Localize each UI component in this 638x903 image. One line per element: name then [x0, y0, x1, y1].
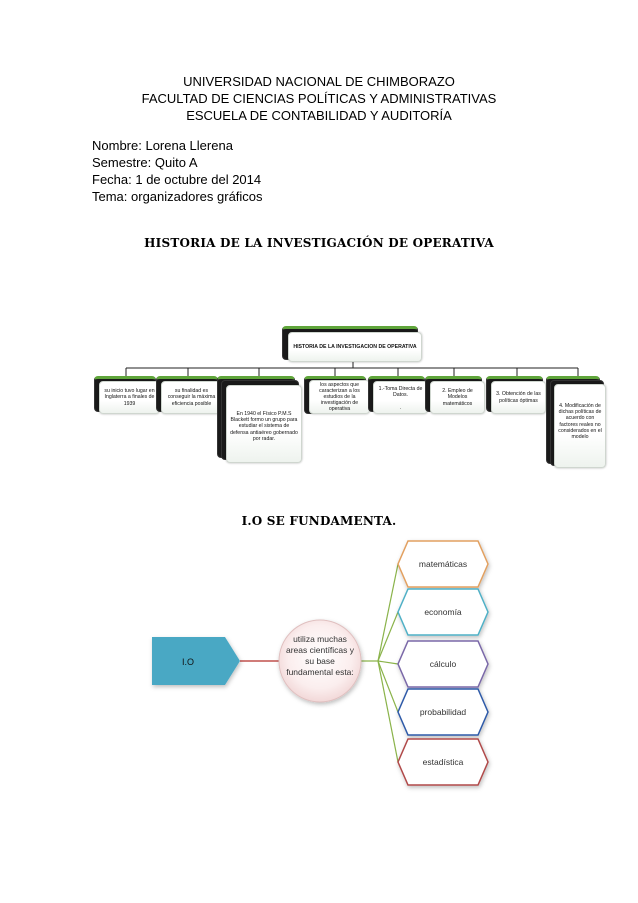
- hex-calculo: [397, 640, 489, 688]
- org-child-card: 4. Modificación de dichas políticas de a…: [546, 376, 608, 472]
- hex-economia: [397, 588, 489, 636]
- org-child-dot: .: [399, 405, 402, 412]
- org-child-label: 1.-Toma Directa de Datos.: [378, 386, 423, 399]
- fundament-title: I.O SE FUNDAMENTA.: [241, 514, 397, 528]
- semester: Semestre: Quito A: [92, 155, 198, 170]
- history-title: HISTORIA DE LA INVESTIGACIÓN DE OPERATIV…: [144, 236, 494, 250]
- org-child-label: 4. Modificación de dichas políticas de a…: [558, 403, 602, 441]
- org-child-label: su inicio tuvo lugar en Inglaterra a fin…: [104, 388, 155, 407]
- item-label: economía: [424, 607, 462, 617]
- org-child-label: su finalidad es conseguir la máxima efic…: [167, 388, 216, 407]
- item-label: matemáticas: [419, 559, 467, 569]
- org-child-card: su finalidad es conseguir la máxima efic…: [156, 376, 222, 416]
- item-label: probabilidad: [420, 707, 467, 717]
- hex-matematicas: [397, 540, 489, 588]
- start-label: I.O: [182, 657, 194, 667]
- center-label: utiliza muchas areas científicas y su ba…: [285, 634, 355, 677]
- org-child-label: En 1940 el Físico P.M.S Blackett formo u…: [230, 410, 298, 442]
- org-root-card: HISTORIA DE LA INVESTIGACION DE OPERATIV…: [282, 326, 422, 366]
- org-child-label: los aspectos que caracterizan a los estu…: [319, 381, 360, 413]
- date: Fecha: 1 de octubre del 2014: [92, 172, 262, 187]
- org-child-card: 3. Obtención de las políticas óptimas: [486, 376, 546, 416]
- student-name: Nombre: Lorena Llerena: [92, 138, 233, 153]
- university-name: UNIVERSIDAD NACIONAL DE CHIMBORAZO: [183, 74, 455, 89]
- item-label: estadística: [423, 757, 464, 767]
- org-child-card: su inicio tuvo lugar en Inglaterra a fin…: [94, 376, 160, 416]
- item-label: cálculo: [430, 659, 457, 669]
- center-node: [278, 619, 362, 703]
- topic: Tema: organizadores gráficos: [92, 189, 263, 204]
- org-child-label: 3. Obtención de las políticas óptimas: [496, 391, 541, 404]
- org-child-card: En 1940 el Físico P.M.S Blackett formo u…: [217, 376, 303, 466]
- school-name: ESCUELA DE CONTABILIDAD Y AUDITORÍA: [186, 108, 452, 123]
- start-node: [152, 637, 240, 685]
- org-child-card: los aspectos que caracterizan a los estu…: [304, 376, 370, 416]
- org-child-card: 1.-Toma Directa de Datos. .: [368, 376, 428, 416]
- org-root-label: HISTORIA DE LA INVESTIGACION DE OPERATIV…: [288, 332, 422, 362]
- org-child-label: 2. Empleo de Modelos matemáticos: [442, 388, 473, 407]
- hex-estadistica: [397, 738, 489, 786]
- hex-probabilidad: [397, 688, 489, 736]
- faculty-name: FACULTAD DE CIENCIAS POLÍTICAS Y ADMINIS…: [141, 91, 497, 106]
- branch-lines: [360, 563, 399, 763]
- org-child-card: 2. Empleo de Modelos matemáticos: [425, 376, 485, 416]
